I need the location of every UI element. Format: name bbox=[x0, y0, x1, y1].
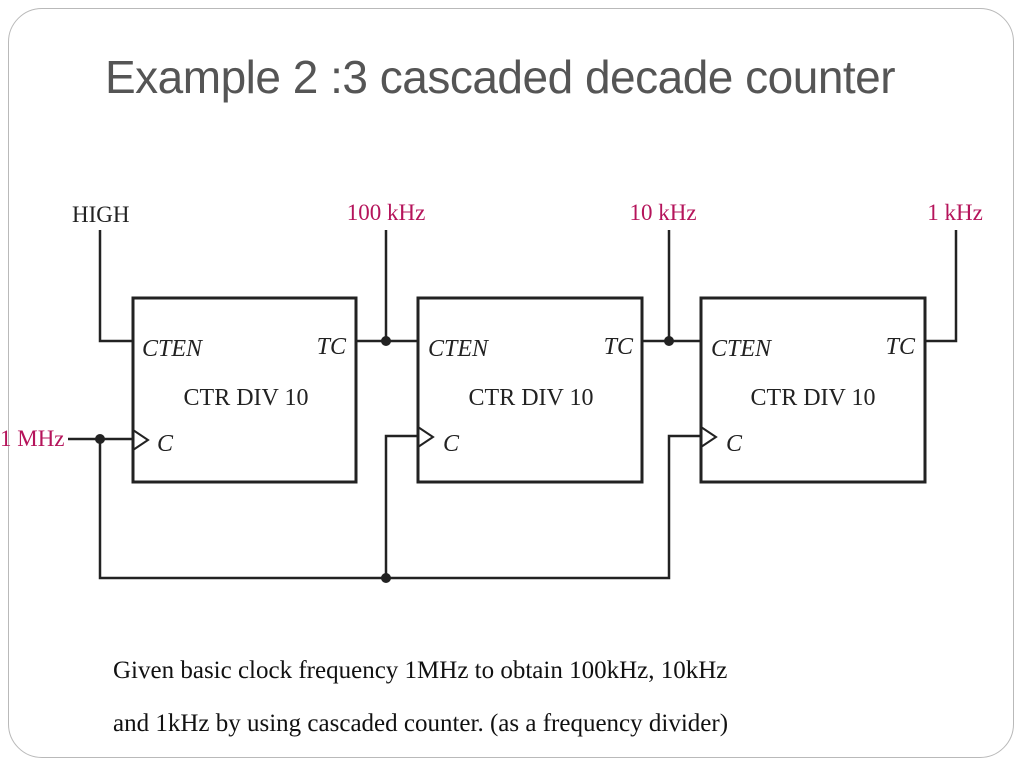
junction-dots bbox=[95, 336, 674, 583]
output-100khz-label: 100 kHz bbox=[347, 200, 426, 225]
clock-triangle-icon bbox=[132, 429, 150, 451]
clock-input-label: 1 MHz bbox=[0, 426, 65, 451]
junction-dot bbox=[95, 434, 105, 444]
caption-line: and 1kHz by using cascaded counter. (as … bbox=[113, 710, 729, 737]
tc-pin-label: TC bbox=[317, 334, 347, 360]
clock-pin-label: C bbox=[157, 431, 174, 457]
counter-2: CTEN TC CTR DIV 10 C bbox=[416, 296, 644, 484]
junction-dot bbox=[664, 336, 674, 346]
clock-to-counter2-wire bbox=[384, 434, 418, 578]
counter-box bbox=[416, 296, 644, 484]
slide-frame bbox=[8, 8, 1014, 758]
slide-title: Example 2 :3 cascaded decade counter bbox=[105, 51, 896, 103]
counter-box bbox=[131, 296, 358, 484]
junction-dot bbox=[381, 573, 391, 583]
caption-line: Given basic clock frequency 1MHz to obta… bbox=[113, 657, 728, 684]
counter-name: CTR DIV 10 bbox=[469, 385, 594, 411]
slide-caption: Given basic clock frequency 1MHz to obta… bbox=[113, 644, 973, 750]
cten-pin-label: CTEN bbox=[142, 336, 204, 362]
output-1khz-label: 1 kHz bbox=[927, 200, 983, 225]
1khz-output-wire bbox=[925, 230, 958, 343]
high-enable-wire bbox=[98, 230, 133, 343]
clock-triangle-icon bbox=[417, 426, 435, 448]
clock-pin-label: C bbox=[726, 431, 743, 457]
junction-dot bbox=[381, 336, 391, 346]
cten-pin-label: CTEN bbox=[711, 336, 773, 362]
clock-triangle-icon bbox=[700, 426, 718, 448]
cten-pin-label: CTEN bbox=[428, 336, 490, 362]
counter-1: CTEN TC CTR DIV 10 C bbox=[131, 296, 358, 484]
clock-bus-wire bbox=[98, 434, 701, 580]
counter-name: CTR DIV 10 bbox=[751, 385, 876, 411]
tc-pin-label: TC bbox=[886, 334, 916, 360]
output-10khz-label: 10 kHz bbox=[629, 200, 696, 225]
counter-name: CTR DIV 10 bbox=[184, 385, 309, 411]
tc-pin-label: TC bbox=[604, 334, 634, 360]
clock-pin-label: C bbox=[443, 431, 460, 457]
counter-box bbox=[699, 296, 927, 484]
high-input-label: HIGH bbox=[72, 202, 130, 227]
counter-3: CTEN TC CTR DIV 10 C bbox=[699, 296, 927, 484]
